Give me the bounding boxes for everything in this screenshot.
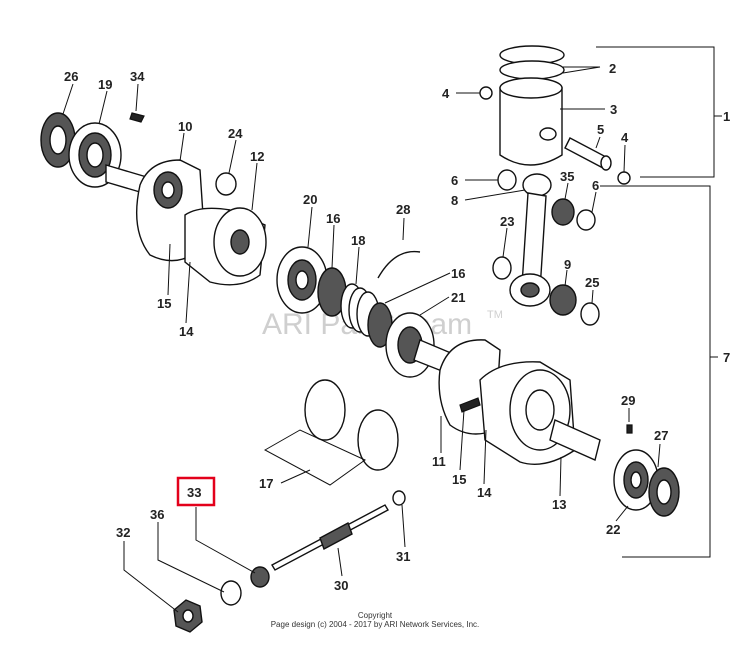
callout-24[interactable]: 24 xyxy=(228,126,243,141)
nut-32 xyxy=(173,599,203,633)
footer-page-design: Page design (c) 2004 - 2017 by ARI Netwo… xyxy=(270,620,480,629)
watermark-tm: TM xyxy=(487,309,503,321)
pump-shaft-30 xyxy=(271,504,389,571)
callout-14-left[interactable]: 14 xyxy=(179,324,194,339)
callout-16-top[interactable]: 16 xyxy=(326,211,340,226)
callout-34[interactable]: 34 xyxy=(130,69,145,84)
callout-16-right[interactable]: 16 xyxy=(451,266,465,281)
callout-31[interactable]: 31 xyxy=(396,549,410,564)
dowel-pin-29 xyxy=(626,424,633,434)
callout-25[interactable]: 25 xyxy=(585,275,599,290)
circlip-right xyxy=(617,171,631,185)
bracket-group-1 xyxy=(596,46,722,178)
callout-labels: 1 2 3 4 4 5 6 6 7 8 9 10 11 12 13 14 14 … xyxy=(64,61,730,593)
callout-12[interactable]: 12 xyxy=(250,149,264,164)
callout-17[interactable]: 17 xyxy=(259,476,273,491)
washer-24 xyxy=(215,172,237,196)
right-bearing-22 xyxy=(613,449,659,511)
callout-13[interactable]: 13 xyxy=(552,497,566,512)
washer-31 xyxy=(392,490,406,506)
callout-21[interactable]: 21 xyxy=(451,290,465,305)
gear-33 xyxy=(250,566,270,588)
piston-rings xyxy=(499,45,565,80)
callout-6-left[interactable]: 6 xyxy=(451,173,458,188)
needle-bearing-9 xyxy=(549,284,577,316)
callout-30[interactable]: 30 xyxy=(334,578,348,593)
callout-4-right[interactable]: 4 xyxy=(621,130,629,145)
callout-20[interactable]: 20 xyxy=(303,192,317,207)
thrust-washer-6-left xyxy=(497,169,517,191)
right-seal-27 xyxy=(648,467,680,517)
callout-2[interactable]: 2 xyxy=(609,61,616,76)
callout-22[interactable]: 22 xyxy=(606,522,620,537)
callout-35[interactable]: 35 xyxy=(560,169,574,184)
gasket-set-17 xyxy=(263,379,399,486)
callout-26[interactable]: 26 xyxy=(64,69,78,84)
callout-8[interactable]: 8 xyxy=(451,193,458,208)
highlighted-callout-33[interactable]: 33 xyxy=(176,476,216,507)
callout-1[interactable]: 1 xyxy=(723,109,730,124)
callout-28[interactable]: 28 xyxy=(396,202,410,217)
footer-copyright: Copyright xyxy=(357,611,393,620)
left-seal-26 xyxy=(40,112,76,168)
callout-36[interactable]: 36 xyxy=(150,507,164,522)
woodruff-key xyxy=(129,112,145,123)
washer-25 xyxy=(580,302,600,326)
needle-bearing-35 xyxy=(551,198,575,226)
callout-10[interactable]: 10 xyxy=(178,119,192,134)
callout-11[interactable]: 11 xyxy=(432,454,446,469)
callout-3[interactable]: 3 xyxy=(610,102,617,117)
callout-33-label[interactable]: 33 xyxy=(187,485,201,500)
crank-half-12 xyxy=(184,207,267,286)
circlip-left xyxy=(479,86,493,100)
bracket-group-7 xyxy=(600,185,718,558)
callout-4-left[interactable]: 4 xyxy=(442,86,450,101)
callout-27[interactable]: 27 xyxy=(654,428,668,443)
callout-23[interactable]: 23 xyxy=(500,214,514,229)
washer-23 xyxy=(492,256,512,280)
circlip-36 xyxy=(220,580,242,606)
callout-32[interactable]: 32 xyxy=(116,525,130,540)
callout-29[interactable]: 29 xyxy=(621,393,635,408)
snap-ring-28 xyxy=(377,250,421,279)
callout-15-right[interactable]: 15 xyxy=(452,472,466,487)
leader-lines xyxy=(62,66,661,613)
connecting-rod xyxy=(509,173,552,307)
callout-5[interactable]: 5 xyxy=(597,122,604,137)
right-crank-half xyxy=(438,339,601,465)
piston-pin xyxy=(564,137,612,171)
callout-15-left[interactable]: 15 xyxy=(157,296,171,311)
thrust-washer-6-right xyxy=(576,209,596,231)
piston xyxy=(499,77,563,166)
callout-7[interactable]: 7 xyxy=(723,350,730,365)
callout-6-right[interactable]: 6 xyxy=(592,178,599,193)
callout-14-right[interactable]: 14 xyxy=(477,485,492,500)
callout-19[interactable]: 19 xyxy=(98,77,112,92)
callout-18[interactable]: 18 xyxy=(351,233,365,248)
callout-9[interactable]: 9 xyxy=(564,257,571,272)
